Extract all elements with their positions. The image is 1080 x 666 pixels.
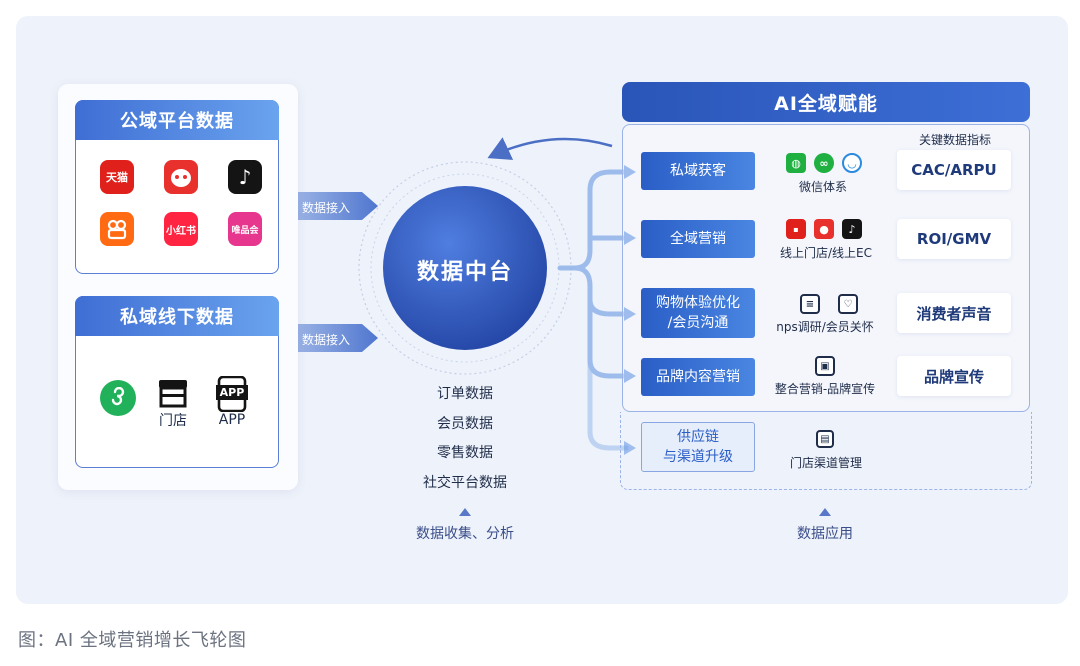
mini-program-item [100,380,136,416]
data-type-item: 零售数据 [437,445,493,461]
row5-icons: ▤ [816,430,834,448]
row1-desc: 微信体系 [798,180,847,194]
data-type-item: 社交平台数据 [423,474,507,491]
data-types-list: 订单数据 会员数据 零售数据 社交平台数据 [400,380,530,498]
collect-analysis-caption: 数据收集、分析 [416,526,514,542]
kuaishou-icon [100,212,134,246]
metric-roi-gmv: ROI/GMV [897,219,1011,259]
data-type-item: 订单数据 [437,386,493,402]
data-type-item: 会员数据 [437,415,493,432]
store-icon [159,380,187,408]
row4-desc: 整合营销-品牌宣传 [774,382,876,396]
care-icon: ♡ [838,294,858,314]
store-item: 门店 [156,376,190,430]
row1-icons: ◍ ∞ ◡ [786,153,862,173]
tiktok-icon: ♪ [842,219,862,239]
arrowhead-supply [624,441,636,455]
row3-icons: ≡ ♡ [800,294,858,314]
tmall-icon: 天猫 [100,160,134,194]
metric-consumer-voice: 消费者声音 [897,293,1011,333]
row2-icons: ▪ ● ♪ [786,219,862,239]
app-icon-badge: APP [219,386,245,399]
survey-icon: ≡ [800,294,820,314]
integrated-marketing-icon: ▣ [815,356,835,376]
branch-row3 [572,265,629,317]
jd-icon [164,160,198,194]
supply-chain-dashed-box [620,412,1032,490]
wechat-icon: ◍ [786,153,806,173]
arrowhead-row2 [624,231,636,245]
row5-desc: 门店渠道管理 [789,456,862,470]
arrowhead-row3 [624,307,636,321]
metric-cac-arpu: CAC/ARPU [897,150,1011,190]
store-channel-icon: ▤ [816,430,834,448]
data-application-caption: 数据应用 [797,526,853,542]
tmall-icon: ▪ [786,219,806,239]
mini-program-icon [100,380,136,416]
row-brand-content: 品牌内容营销 [641,358,755,396]
up-triangle-icon [459,508,471,516]
jd-icon: ● [814,219,834,239]
app-item: APP APP [215,375,249,428]
kpi-header: 关键数据指标 [918,133,991,147]
access-arrow-bottom [292,324,378,352]
row4-icons: ▣ [815,356,835,376]
figure-caption: 图：AI 全域营销增长飞轮图 [18,630,247,651]
data-middle-platform-title: 数据中台 [417,260,514,285]
row3-desc: nps调研/会员关怀 [776,320,874,334]
access-arrow-top [292,192,378,220]
row-omni-marketing: 全域营销 [641,220,755,258]
row-supply-chain: 供应链 与渠道升级 [641,422,755,472]
row-private-acquisition: 私域获客 [641,152,755,190]
row-shopping-experience: 购物体验优化 /会员沟通 [641,288,755,338]
private-offline-title: 私域线下数据 [75,296,279,336]
return-arrow [487,137,613,160]
xiaohongshu-icon-label: 小红书 [166,225,196,237]
mini-program-icon: ∞ [814,153,834,173]
row2-desc: 线上门店/线上EC [779,246,872,260]
public-app-grid: 天猫 ♪ 小红书 唯品会 [100,160,264,246]
branch-supply [587,357,629,451]
public-domain-title: 公域平台数据 [75,100,279,140]
arrowhead-row4 [624,369,636,383]
data-access-tag-bottom: 数据接入 [302,332,351,347]
app-label: APP [218,412,246,428]
app-icon: APP [215,375,249,413]
vipshop-icon-label: 唯品会 [231,225,259,236]
data-access-tag-top: 数据接入 [302,200,351,215]
metric-brand-promotion: 品牌宣传 [897,356,1011,396]
center-orb [383,186,547,350]
wecom-icon: ◡ [842,153,862,173]
xiaohongshu-icon: 小红书 [164,212,198,246]
store-label: 门店 [159,413,187,429]
tmall-icon-label: 天猫 [106,171,128,184]
ai-section-title: AI全域赋能 [622,82,1030,122]
vipshop-icon: 唯品会 [228,212,262,246]
up-triangle-icon [819,508,831,516]
tiktok-icon: ♪ [228,160,262,194]
arrowhead-row1 [624,165,636,179]
